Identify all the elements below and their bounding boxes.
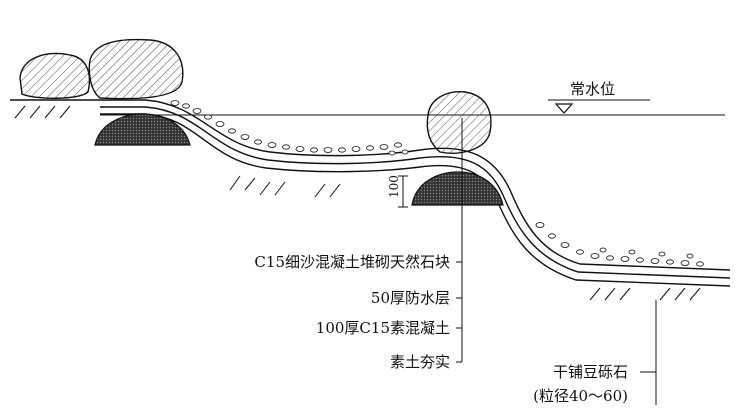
ground-lines: [10, 99, 725, 116]
water-level-label: 常水位: [570, 80, 615, 98]
water-level-marker: 常水位: [548, 80, 650, 114]
gravel-size-label: (粒径40～60): [533, 387, 628, 405]
soil-layer-label: 素土夯实: [390, 353, 450, 371]
bank-profile: [100, 99, 731, 287]
water-level-triangle-icon: [554, 103, 574, 114]
gravel-pebbles: [170, 100, 704, 267]
leader-lines: [456, 118, 657, 405]
dimension-marker: 100: [387, 175, 408, 208]
concrete-layer-label: 100厚C15素混凝土: [316, 319, 450, 337]
gravel-label: 干铺豆砾石: [553, 363, 628, 381]
boulders: [19, 38, 492, 154]
stone-layer-label: C15细沙混凝土堆砌天然石块: [254, 253, 450, 271]
ground-hatching: [14, 105, 701, 301]
waterproof-layer-label: 50厚防水层: [371, 289, 450, 307]
dimension-label: 100: [387, 175, 401, 198]
soil-mounds: [94, 113, 504, 206]
